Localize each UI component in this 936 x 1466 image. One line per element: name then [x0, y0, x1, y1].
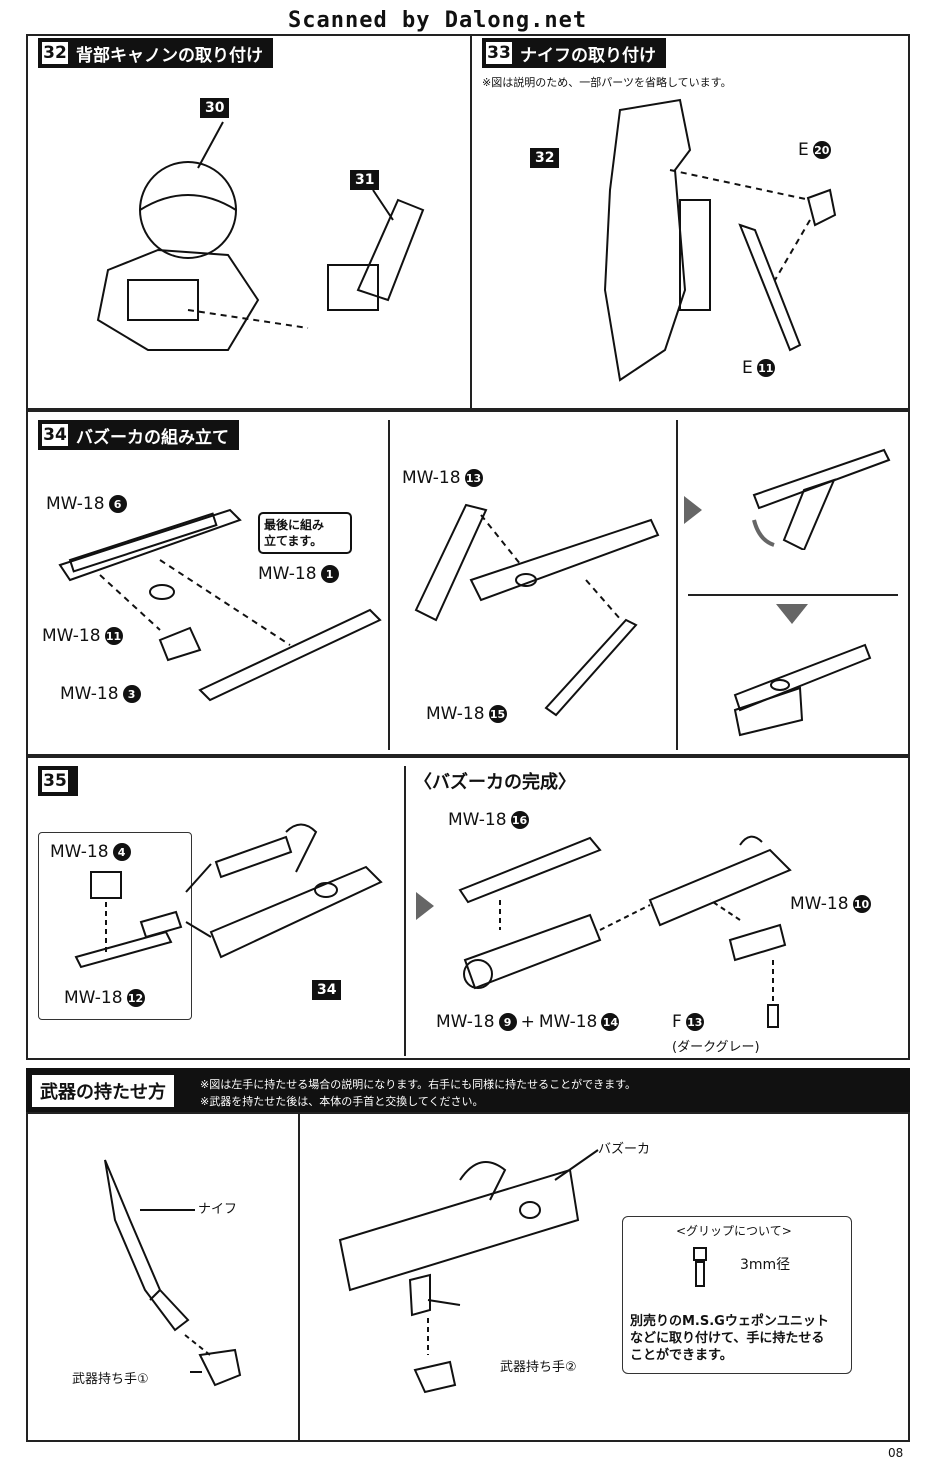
step34-illustration-b	[414, 503, 660, 717]
bazooka-label: バズーカ	[598, 1142, 651, 1157]
step-arrow-right	[416, 892, 434, 920]
color-note: (ダークグレー)	[672, 1040, 760, 1055]
step33-number: 33	[484, 40, 514, 66]
step35-illustration-a	[74, 823, 383, 969]
step34-number: 34	[40, 422, 70, 448]
part-tag-32: 32	[530, 148, 560, 168]
step33-header: 33 ナイフの取り付け	[482, 38, 666, 68]
step32-title: 背部キャノンの取り付け	[76, 45, 263, 66]
divider	[388, 420, 390, 750]
step34-illustration-a	[58, 508, 382, 702]
part-label-e20: E 20	[798, 140, 831, 160]
callout-box: 最後に組み 立てます。	[258, 512, 352, 555]
weapons-title: 武器の持たせ方	[32, 1075, 174, 1107]
step33-title: ナイフの取り付け	[520, 45, 656, 66]
part-label-e11: E 11	[742, 358, 775, 378]
weapons-note-1: ※図は左手に持たせる場合の説明になります。右手にも同様に持たせることができます。	[200, 1078, 637, 1091]
hand1-label: 武器持ち手①	[72, 1372, 149, 1387]
part-tag-34: 34	[312, 980, 342, 1000]
step-arrow-down	[776, 604, 808, 624]
step33-note: ※図は説明のため、一部パーツを省略しています。	[482, 76, 732, 89]
step33-panel	[470, 34, 910, 410]
watermark: Scanned by Dalong.net	[288, 8, 588, 33]
grip-size-label: 3mm径	[740, 1257, 791, 1273]
grip-info-title: <グリップについて>	[676, 1224, 792, 1238]
grip-info-text: 別売りのM.S.Gウェポンユニット などに取り付けて、手に持たせる ことができま…	[630, 1314, 829, 1363]
step35-number: 35	[40, 768, 70, 794]
step34-illustration-d	[733, 643, 872, 737]
knife-illustration	[104, 1159, 242, 1387]
part-tag-31: 31	[350, 170, 380, 190]
divider	[298, 1112, 300, 1442]
divider	[404, 766, 406, 1056]
step32-number: 32	[40, 40, 70, 66]
divider	[676, 420, 678, 750]
completion-subtitle: 〈バズーカの完成〉	[414, 772, 576, 793]
grip-info-box	[622, 1216, 852, 1374]
step34-title: バズーカの組み立て	[76, 427, 229, 448]
step34-panel	[26, 410, 910, 756]
step33-illustration	[603, 98, 837, 382]
page-number: 08	[888, 1446, 904, 1460]
weapons-panel	[26, 1112, 910, 1442]
step35-panel	[26, 756, 910, 1060]
hand2-label: 武器持ち手②	[500, 1360, 577, 1375]
step32-illustration	[96, 121, 425, 351]
part-tag-30: 30	[200, 98, 230, 118]
step34-illustration-c	[752, 448, 891, 550]
knife-label: ナイフ	[198, 1202, 238, 1217]
step35-illustration-b	[458, 835, 792, 1028]
grip-illustration	[693, 1247, 707, 1287]
step35-header: 35	[38, 766, 78, 796]
step-arrow-right	[684, 496, 702, 524]
weapons-note-2: ※武器を持たせた後は、本体の手首と交換してください。	[200, 1095, 484, 1108]
divider	[688, 594, 898, 596]
bazooka-illustration	[338, 1149, 599, 1394]
step32-header: 32 背部キャノンの取り付け	[38, 38, 273, 68]
step34-header: 34 バズーカの組み立て	[38, 420, 239, 450]
